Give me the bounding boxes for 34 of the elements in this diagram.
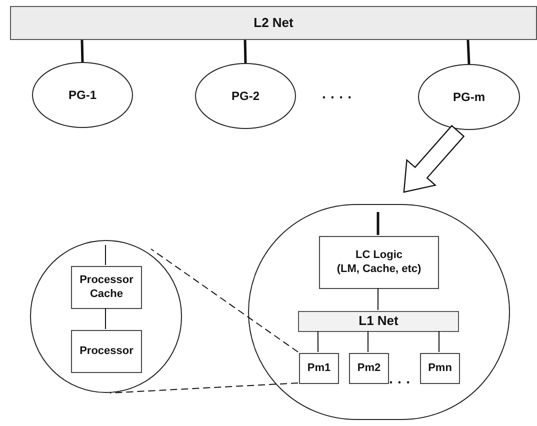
network-bar <box>298 311 459 332</box>
component-box <box>299 353 339 384</box>
node-label: Processor Cache <box>78 274 134 302</box>
component-box <box>420 353 460 384</box>
component-box <box>319 236 439 289</box>
block-arrow <box>403 124 465 193</box>
node-label: PG-2 <box>231 88 260 104</box>
dashed-connector <box>150 248 298 352</box>
connector-line <box>376 212 380 235</box>
ellipsis-dots: · · · · <box>322 90 352 104</box>
node-label: Pm2 <box>357 362 381 376</box>
dashed-connector <box>109 382 298 394</box>
node-label: Pmn <box>428 362 452 376</box>
node-label: Pm1 <box>307 362 331 376</box>
ellipsis-dots: · · · <box>389 375 411 389</box>
connector-line <box>466 40 470 64</box>
node-label: LC Logic <box>355 248 403 262</box>
node-label: L1 Net <box>358 313 398 330</box>
node-label: Processor <box>80 344 134 358</box>
connector-line <box>105 308 106 330</box>
connector-line <box>438 330 440 352</box>
connector-line <box>377 288 378 310</box>
connector-line <box>80 40 84 62</box>
node-label: PG-m <box>452 90 485 104</box>
connector-line <box>105 244 106 266</box>
node-label: (LM, Cache, etc) <box>336 262 422 276</box>
connector-line <box>317 330 318 352</box>
component-box <box>349 353 389 384</box>
node-label: L2 Net <box>254 14 294 32</box>
component-box <box>71 266 142 309</box>
node-label: PG-1 <box>68 88 96 102</box>
component-box <box>71 330 142 373</box>
connector-line <box>244 40 247 64</box>
network-bar <box>10 6 537 40</box>
